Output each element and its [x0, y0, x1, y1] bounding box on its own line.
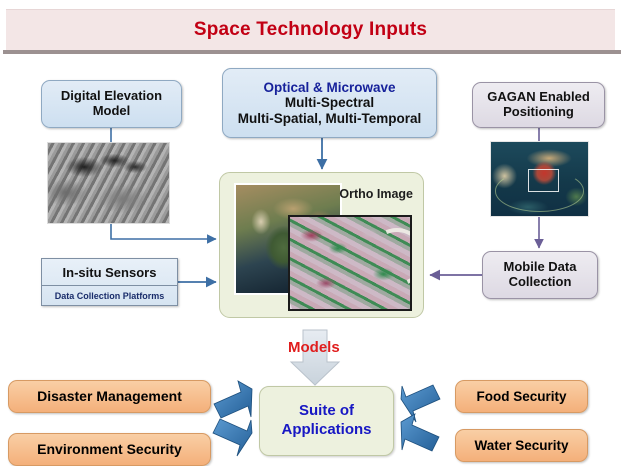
- ortho-image-graphic: [290, 217, 410, 309]
- dem-label: Digital Elevation Model: [60, 88, 163, 118]
- application-disaster-management[interactable]: Disaster Management: [8, 380, 211, 413]
- arrow-to-food: [400, 384, 441, 423]
- data-collection-platforms-label: Data Collection Platforms: [54, 290, 165, 301]
- application-food-security[interactable]: Food Security: [455, 380, 588, 413]
- arrow-to-water: [400, 413, 440, 452]
- application-label: Water Security: [474, 437, 569, 453]
- page-title: Space Technology Inputs: [193, 19, 428, 40]
- gagan-enabled-positioning-box[interactable]: GAGAN Enabled Positioning: [472, 82, 605, 128]
- arrow-to-environment: [212, 418, 253, 457]
- application-label: Food Security: [476, 388, 567, 404]
- application-label: Disaster Management: [37, 387, 182, 404]
- arrow-to-disaster: [213, 380, 253, 419]
- optical-microwave-box[interactable]: Optical & Microwave Multi-Spectral Multi…: [222, 68, 437, 138]
- ortho-image-label: Ortho Image: [339, 187, 413, 201]
- page-title-bar: Space Technology Inputs: [6, 9, 615, 50]
- mobile-label: Mobile Data Collection: [503, 259, 577, 289]
- digital-elevation-model-image: [47, 142, 170, 224]
- gagan-coverage-image: [490, 141, 589, 217]
- models-label: Models: [288, 339, 340, 356]
- gagan-label: GAGAN Enabled Positioning: [487, 89, 590, 119]
- ortho-image-panel: Ortho Image: [219, 172, 424, 318]
- mobile-data-collection-box[interactable]: Mobile Data Collection: [482, 251, 598, 299]
- suite-label: Suite of Applications: [281, 402, 372, 438]
- optical-label: Optical & Microwave Multi-Spectral Multi…: [237, 80, 422, 126]
- in-situ-sensors-title: In-situ Sensors: [42, 259, 177, 286]
- river-bend-feature: [359, 219, 410, 295]
- gagan-selection-rectangle: [527, 168, 559, 193]
- in-situ-sensors-box[interactable]: In-situ Sensors Data Collection Platform…: [41, 258, 178, 306]
- gagan-footprint-arc: [494, 170, 585, 212]
- ortho-rectified-image: [288, 215, 412, 311]
- application-water-security[interactable]: Water Security: [455, 429, 588, 462]
- suite-of-applications-box[interactable]: Suite of Applications: [259, 386, 394, 456]
- digital-elevation-model-box[interactable]: Digital Elevation Model: [41, 80, 182, 128]
- application-label: Environment Security: [37, 440, 182, 457]
- application-environment-security[interactable]: Environment Security: [8, 433, 211, 466]
- title-divider: [3, 50, 621, 54]
